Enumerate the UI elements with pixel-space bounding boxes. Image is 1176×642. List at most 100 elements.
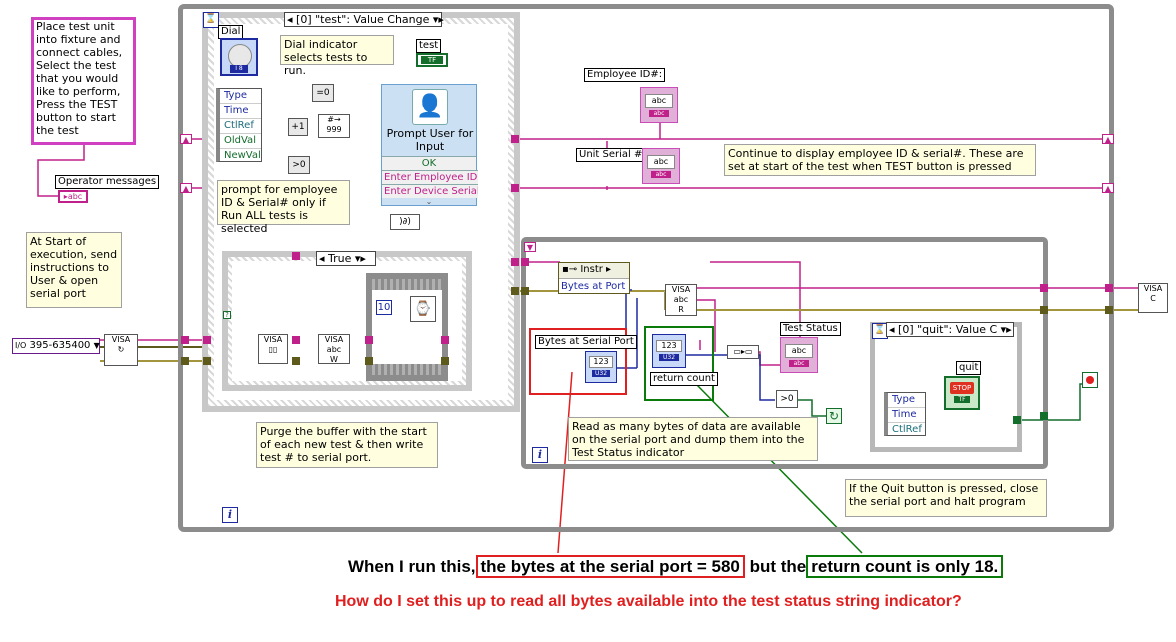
question-line-2: How do I set this up to read all bytes a…	[335, 593, 962, 610]
start-exec-note: At Start of execution, send instructions…	[26, 232, 122, 308]
stop-loop-icon	[1082, 372, 1098, 388]
dial-label: Dial	[218, 25, 244, 39]
property-instr: Instr	[580, 264, 603, 275]
wait-ms-constant[interactable]: 10	[376, 300, 392, 315]
test-event-case-selector[interactable]: ◂ [0] "test": Value Change ▾▸	[284, 12, 444, 27]
format-string-node: #→999	[318, 114, 350, 138]
tunnel	[181, 357, 189, 365]
tunnel	[203, 336, 211, 344]
equal-zero-node: =0	[312, 84, 334, 102]
quit-event-time: Time	[888, 408, 925, 423]
read-shift-register: ▼	[524, 242, 536, 252]
true-case-selector[interactable]: ◂ True ▾▸	[316, 251, 376, 266]
visa-resource-value: 395-635400	[29, 340, 91, 351]
u32-badge: U32	[659, 354, 679, 361]
visa-property-node: ▪⊸ Instr ▸ Bytes at Port	[558, 262, 630, 294]
bytes-at-serial-port-label: Bytes at Serial Port	[535, 335, 637, 349]
quit-button-terminal[interactable]: STOP TF	[944, 376, 980, 410]
return-count-callout: return count is only 18.	[806, 555, 1004, 578]
event-data-type: Type	[220, 89, 261, 104]
purge-note: Purge the buffer with the start of each …	[256, 422, 438, 468]
abc-badge: abc	[789, 360, 809, 367]
prompt-expand-arrow: ⌄	[425, 197, 433, 206]
employee-id-label: Employee ID#:	[584, 68, 666, 82]
prompt-employee-output: Enter Employee ID	[382, 170, 478, 184]
abc-badge: abc	[651, 171, 671, 178]
quit-event-type: Type	[888, 393, 925, 408]
increment-node: +1	[288, 118, 308, 136]
question-line-1-pre: When I run this,	[348, 557, 476, 576]
bytes-at-serial-port-highlight	[529, 328, 627, 395]
test-button-terminal[interactable]: TF	[416, 53, 448, 67]
read-loop-iteration-icon: i	[532, 447, 548, 463]
return-count-indicator: 123 U32	[652, 334, 686, 368]
tunnel	[181, 336, 189, 344]
bytes-at-serial-port-indicator: 123 U32	[585, 351, 617, 383]
tf-badge: TF	[954, 396, 970, 403]
event-data-oldval: OldVal	[220, 134, 261, 149]
employee-id-indicator: abc abc	[640, 87, 678, 123]
tunnel	[203, 357, 211, 365]
outer-shift-register-right-2: ▲	[1102, 183, 1114, 193]
event-data-node: Type Time CtlRef OldVal NewVal	[216, 88, 262, 162]
operator-messages-terminal: ▸abc	[58, 190, 88, 203]
tunnel	[365, 336, 373, 344]
test-status-indicator: abc abc	[780, 337, 818, 373]
tunnel	[1040, 306, 1048, 314]
test-status-label: Test Status	[780, 322, 841, 336]
instructions-constant	[31, 17, 136, 145]
return-count-highlight	[644, 326, 714, 401]
tunnel	[1013, 416, 1021, 424]
visa-resource-constant[interactable]: I/O 395-635400 ▼	[12, 338, 100, 354]
outer-shift-register-left-1: ▲	[180, 134, 192, 144]
wait-ms-node: ⌚	[410, 296, 436, 322]
outer-loop-iteration-icon: i	[222, 507, 238, 523]
read-note: Read as many bytes of data are available…	[568, 417, 818, 461]
or-node: )∂)	[390, 214, 420, 230]
unit-serial-indicator: abc abc	[642, 148, 680, 184]
event-data-time: Time	[220, 104, 261, 119]
tunnel	[511, 287, 519, 295]
dial-terminal[interactable]: I 8	[220, 38, 258, 76]
question-line-1: When I run this,the bytes at the serial …	[348, 555, 1004, 578]
visa-open-node: VISA↻	[104, 334, 138, 366]
test-label: test	[416, 39, 442, 53]
property-node-icon: ▪⊸	[562, 264, 578, 275]
unit-serial-label: Unit Serial #:	[576, 148, 649, 162]
prompt-title: Prompt User for Input	[386, 127, 474, 153]
event-data-ctlref: CtlRef	[220, 119, 261, 134]
loop-condition-icon: ↻	[826, 408, 842, 424]
test-tf-badge: TF	[421, 56, 443, 64]
dial-note: Dial indicator selects tests to run.	[280, 35, 394, 77]
quit-event-case-selector[interactable]: ◂ [0] "quit": Value C ▾▸	[886, 322, 1014, 337]
outer-shift-register-right-1: ▲	[1102, 134, 1114, 144]
event-data-newval: NewVal	[224, 150, 261, 161]
operator-messages-label: Operator messages	[55, 175, 160, 189]
tunnel	[511, 135, 519, 143]
quit-event-data-node: Type Time CtlRef	[884, 392, 926, 436]
prompt-ok-output: OK	[382, 156, 476, 170]
tunnel	[441, 336, 449, 344]
tunnel	[292, 252, 300, 260]
visa-io-icon: I/O	[15, 341, 27, 350]
question-line-1-mid: but the	[749, 557, 807, 576]
greater-zero-node: >0	[288, 156, 310, 174]
continue-note: Continue to display employee ID & serial…	[724, 144, 1036, 176]
tunnel	[292, 357, 300, 365]
case-selector-terminal: ?	[223, 311, 231, 319]
outer-shift-register-left-2: ▲	[180, 183, 192, 193]
return-count-label: return count	[650, 372, 718, 386]
tunnel	[521, 258, 529, 266]
prompt-user-express-vi[interactable]: 👤 Prompt User for Input OK Enter Employe…	[381, 84, 478, 206]
u32-badge: U32	[592, 370, 610, 377]
tunnel	[1040, 284, 1048, 292]
stop-icon: STOP	[950, 382, 974, 394]
tunnel	[511, 258, 519, 266]
visa-flush-node: VISA▯▯	[258, 334, 288, 364]
outer-while-loop	[178, 4, 1114, 532]
tunnel	[1040, 412, 1048, 420]
tunnel	[511, 184, 519, 192]
